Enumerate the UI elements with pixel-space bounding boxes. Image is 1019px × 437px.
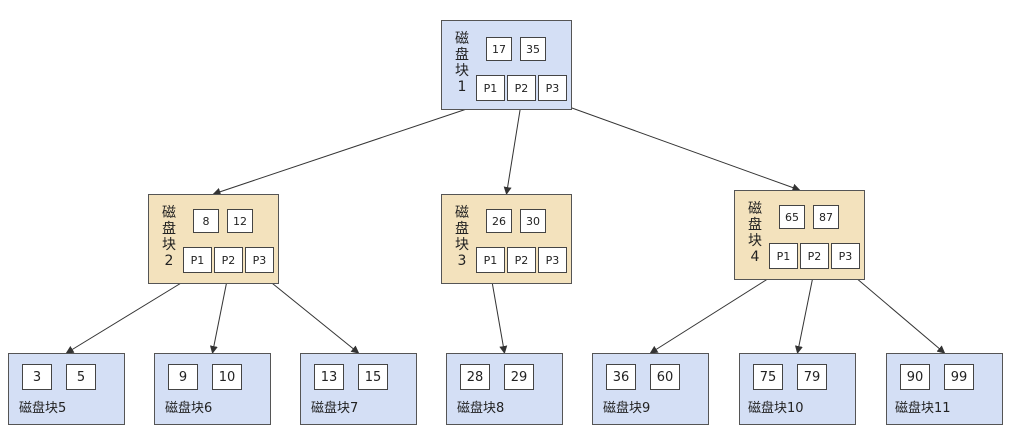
edge-block1-p3-to-block4 xyxy=(552,100,801,192)
edge-block2-p2-to-block6 xyxy=(209,272,229,354)
pointer-p2: P2 xyxy=(507,247,536,273)
disk-block-4: 磁盘块4 65 87 P1 P2 P3 xyxy=(734,190,865,280)
disk-block-4-title: 磁盘块4 xyxy=(748,201,762,265)
key-75: 75 xyxy=(753,364,783,390)
disk-block-5-title: 磁盘块5 xyxy=(19,401,67,416)
pointer-p1: P1 xyxy=(769,243,798,269)
disk-block-7-title: 磁盘块7 xyxy=(311,401,359,416)
key-9: 9 xyxy=(168,364,198,390)
key-28: 28 xyxy=(460,364,490,390)
disk-block-5: 3 5 磁盘块5 xyxy=(8,353,125,425)
disk-block-2: 磁盘块2 8 12 P1 P2 P3 xyxy=(148,194,279,284)
disk-block-2-title: 磁盘块2 xyxy=(162,205,176,269)
key-15: 15 xyxy=(358,364,388,390)
disk-block-9: 36 60 磁盘块9 xyxy=(592,353,709,425)
key-99: 99 xyxy=(944,364,974,390)
key-26: 26 xyxy=(486,209,512,233)
disk-block-6: 9 10 磁盘块6 xyxy=(154,353,271,425)
key-29: 29 xyxy=(504,364,534,390)
edge-block2-p1-to-block5 xyxy=(65,272,198,354)
key-90: 90 xyxy=(900,364,930,390)
edge-block4-p3-to-block11 xyxy=(845,268,946,354)
disk-block-3-title: 磁盘块3 xyxy=(455,205,469,269)
key-36: 36 xyxy=(606,364,636,390)
pointer-p3: P3 xyxy=(245,247,274,273)
pointer-p2: P2 xyxy=(507,75,536,101)
pointer-p2: P2 xyxy=(800,243,829,269)
key-79: 79 xyxy=(797,364,827,390)
key-12: 12 xyxy=(227,209,253,233)
key-13: 13 xyxy=(314,364,344,390)
disk-block-11-title: 磁盘块11 xyxy=(895,401,951,416)
pointer-p1: P1 xyxy=(476,247,505,273)
disk-block-8-title: 磁盘块8 xyxy=(457,401,505,416)
key-87: 87 xyxy=(813,205,839,229)
disk-block-6-title: 磁盘块6 xyxy=(165,401,213,416)
disk-block-8: 28 29 磁盘块8 xyxy=(446,353,563,425)
key-5: 5 xyxy=(66,364,96,390)
key-17: 17 xyxy=(486,37,512,61)
edge-block3-p1-to-block8 xyxy=(490,272,508,354)
edge-block4-p2-to-block10 xyxy=(794,268,815,354)
disk-block-1-title: 磁盘块1 xyxy=(455,31,469,95)
pointer-p2: P2 xyxy=(214,247,243,273)
pointer-p1: P1 xyxy=(183,247,212,273)
key-35: 35 xyxy=(520,37,546,61)
pointer-p3: P3 xyxy=(831,243,860,269)
disk-block-11: 90 99 磁盘块11 xyxy=(886,353,1003,425)
disk-block-1: 磁盘块1 17 35 P1 P2 P3 xyxy=(441,20,572,110)
key-30: 30 xyxy=(520,209,546,233)
key-65: 65 xyxy=(779,205,805,229)
pointer-p3: P3 xyxy=(538,75,567,101)
disk-block-3: 磁盘块3 26 30 P1 P2 P3 xyxy=(441,194,572,284)
key-3: 3 xyxy=(22,364,52,390)
pointer-p3: P3 xyxy=(538,247,567,273)
edge-block2-p3-to-block7 xyxy=(259,272,360,354)
edge-block1-p2-to-block3 xyxy=(503,100,522,195)
disk-block-7: 13 15 磁盘块7 xyxy=(300,353,417,425)
key-8: 8 xyxy=(193,209,219,233)
edge-block4-p1-to-block9 xyxy=(649,268,784,354)
pointer-p1: P1 xyxy=(476,75,505,101)
edge-block1-p1-to-block2 xyxy=(212,100,491,196)
disk-block-10: 75 79 磁盘块10 xyxy=(739,353,856,425)
disk-block-10-title: 磁盘块10 xyxy=(748,401,804,416)
key-60: 60 xyxy=(650,364,680,390)
disk-block-9-title: 磁盘块9 xyxy=(603,401,651,416)
key-10: 10 xyxy=(212,364,242,390)
